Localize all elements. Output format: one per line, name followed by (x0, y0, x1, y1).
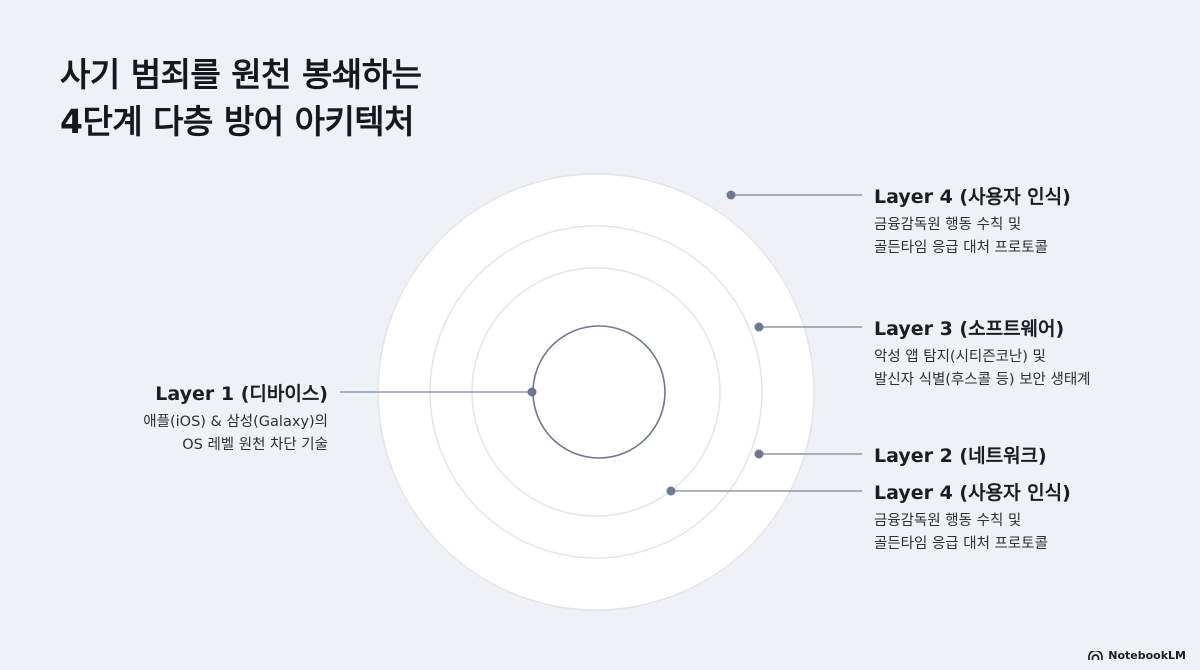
anchor-dot-layer4-bottom (666, 486, 676, 496)
layer4-bottom-desc-line-2: 골든타임 응급 대처 프로토콜 (874, 536, 1048, 553)
layer1-desc-line-1: 애플(iOS) & 삼성(Galaxy)의 (143, 414, 328, 430)
anchor-dot-layer1 (527, 387, 537, 397)
layer4-top-desc-line-1: 금융감독원 행동 수칙 및 (874, 217, 1022, 233)
layer4-bottom-desc-line-1: 금융감독원 행동 수칙 및 (874, 513, 1022, 529)
anchor-dot-layer4-top (726, 190, 736, 200)
notebooklm-brand: NotebookLM (1088, 649, 1186, 662)
layer4-top-label: Layer 4 (사용자 인식) (874, 186, 1071, 208)
layer3-desc-line-1: 악성 앱 탐지(시티즌코난) 및 (874, 349, 1046, 365)
ring-core (532, 325, 666, 459)
anchor-dot-layer3 (754, 322, 764, 332)
title-line-2: 4단계 다층 방어 아키텍처 (60, 101, 415, 141)
layer2-label: Layer 2 (네트워크) (874, 445, 1047, 467)
title-line-1: 사기 범죄를 원천 봉쇄하는 (60, 55, 422, 94)
slide-title: 사기 범죄를 원천 봉쇄하는 4단계 다층 방어 아키텍처 (60, 52, 422, 146)
layer3-desc-line-2: 발신자 식별(후스콜 등) 보안 생태계 (874, 372, 1091, 389)
layer4-top-desc-line-2: 골든타임 응급 대처 프로토콜 (874, 240, 1048, 257)
layer4-top-description: 금융감독원 행동 수칙 및 골든타임 응급 대처 프로토콜 (874, 214, 1048, 261)
layer1-desc-line-2: OS 레벨 원천 차단 기술 (182, 437, 328, 454)
layer1-description: 애플(iOS) & 삼성(Galaxy)의 OS 레벨 원천 차단 기술 (143, 411, 328, 458)
notebooklm-logo-icon (1088, 650, 1104, 660)
layer4-bottom-description: 금융감독원 행동 수칙 및 골든타임 응급 대처 프로토콜 (874, 510, 1048, 557)
brand-name: NotebookLM (1108, 649, 1186, 662)
layer4-bottom-label: Layer 4 (사용자 인식) (874, 482, 1071, 504)
layer3-label: Layer 3 (소프트웨어) (874, 318, 1065, 340)
layer1-label: Layer 1 (디바이스) (155, 383, 328, 405)
anchor-dot-layer2 (754, 449, 764, 459)
layer3-description: 악성 앱 탐지(시티즌코난) 및 발신자 식별(후스콜 등) 보안 생태계 (874, 346, 1091, 393)
